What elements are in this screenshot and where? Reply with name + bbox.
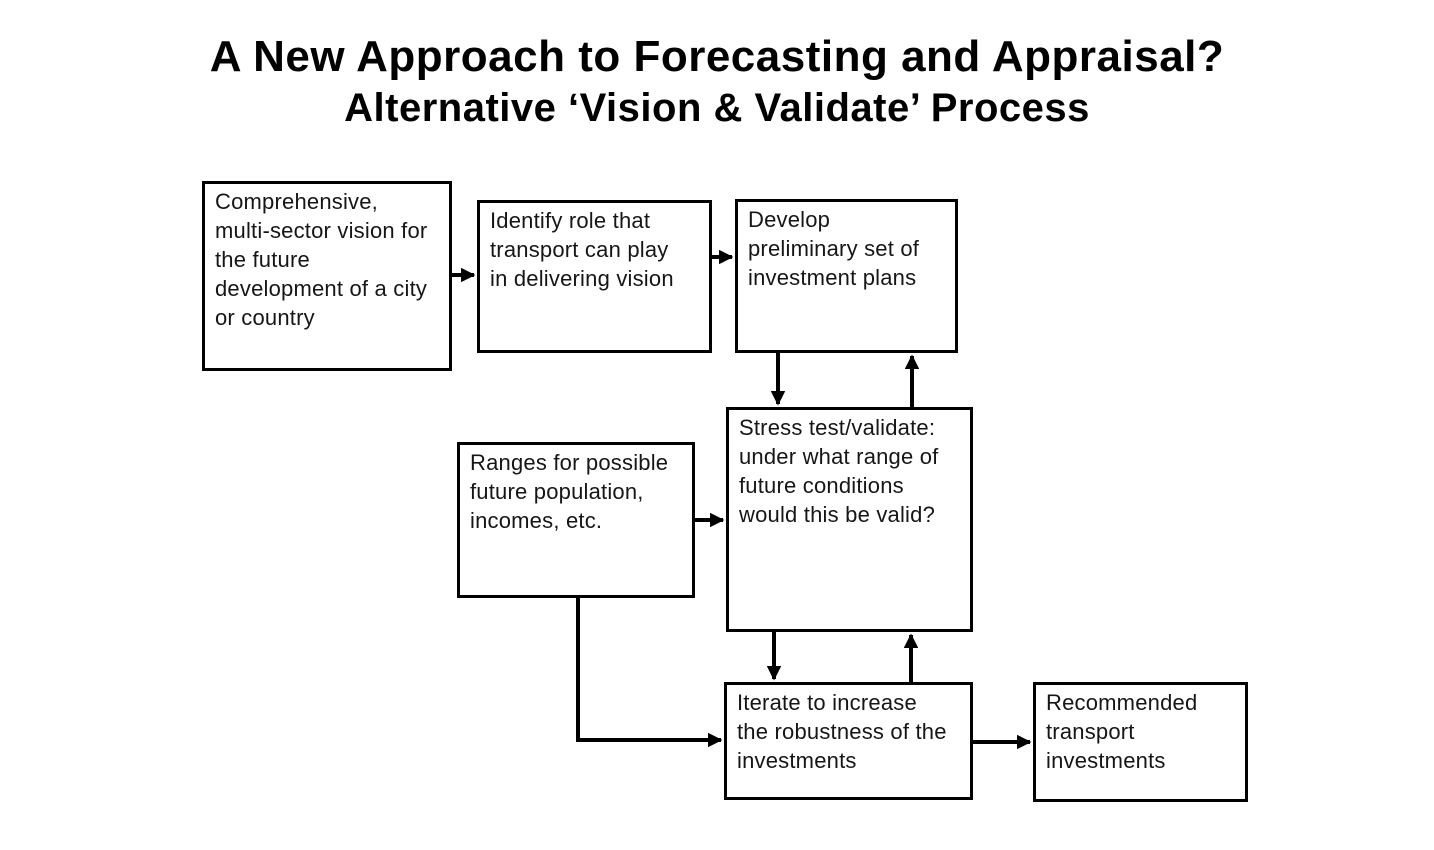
flow-box-vision: Comprehensive, multi-sector vision for t… <box>202 181 452 371</box>
flow-box-iterate: Iterate to increase the robustness of th… <box>724 682 973 800</box>
flow-box-recommended: Recommended transport investments <box>1033 682 1248 802</box>
flow-box-role: Identify role that transport can play in… <box>477 200 712 353</box>
slide-subtitle: Alternative ‘Vision & Validate’ Process <box>344 86 1090 130</box>
flow-box-stress: Stress test/validate: under what range o… <box>726 407 973 632</box>
slide-header: A New Approach to Forecasting and Apprai… <box>0 30 1434 132</box>
slide-title: A New Approach to Forecasting and Apprai… <box>209 32 1225 81</box>
arrow-ranges-to-iterate <box>576 598 723 748</box>
flow-box-develop: Develop preliminary set of investment pl… <box>735 199 958 353</box>
flow-box-ranges: Ranges for possible future population, i… <box>457 442 695 598</box>
